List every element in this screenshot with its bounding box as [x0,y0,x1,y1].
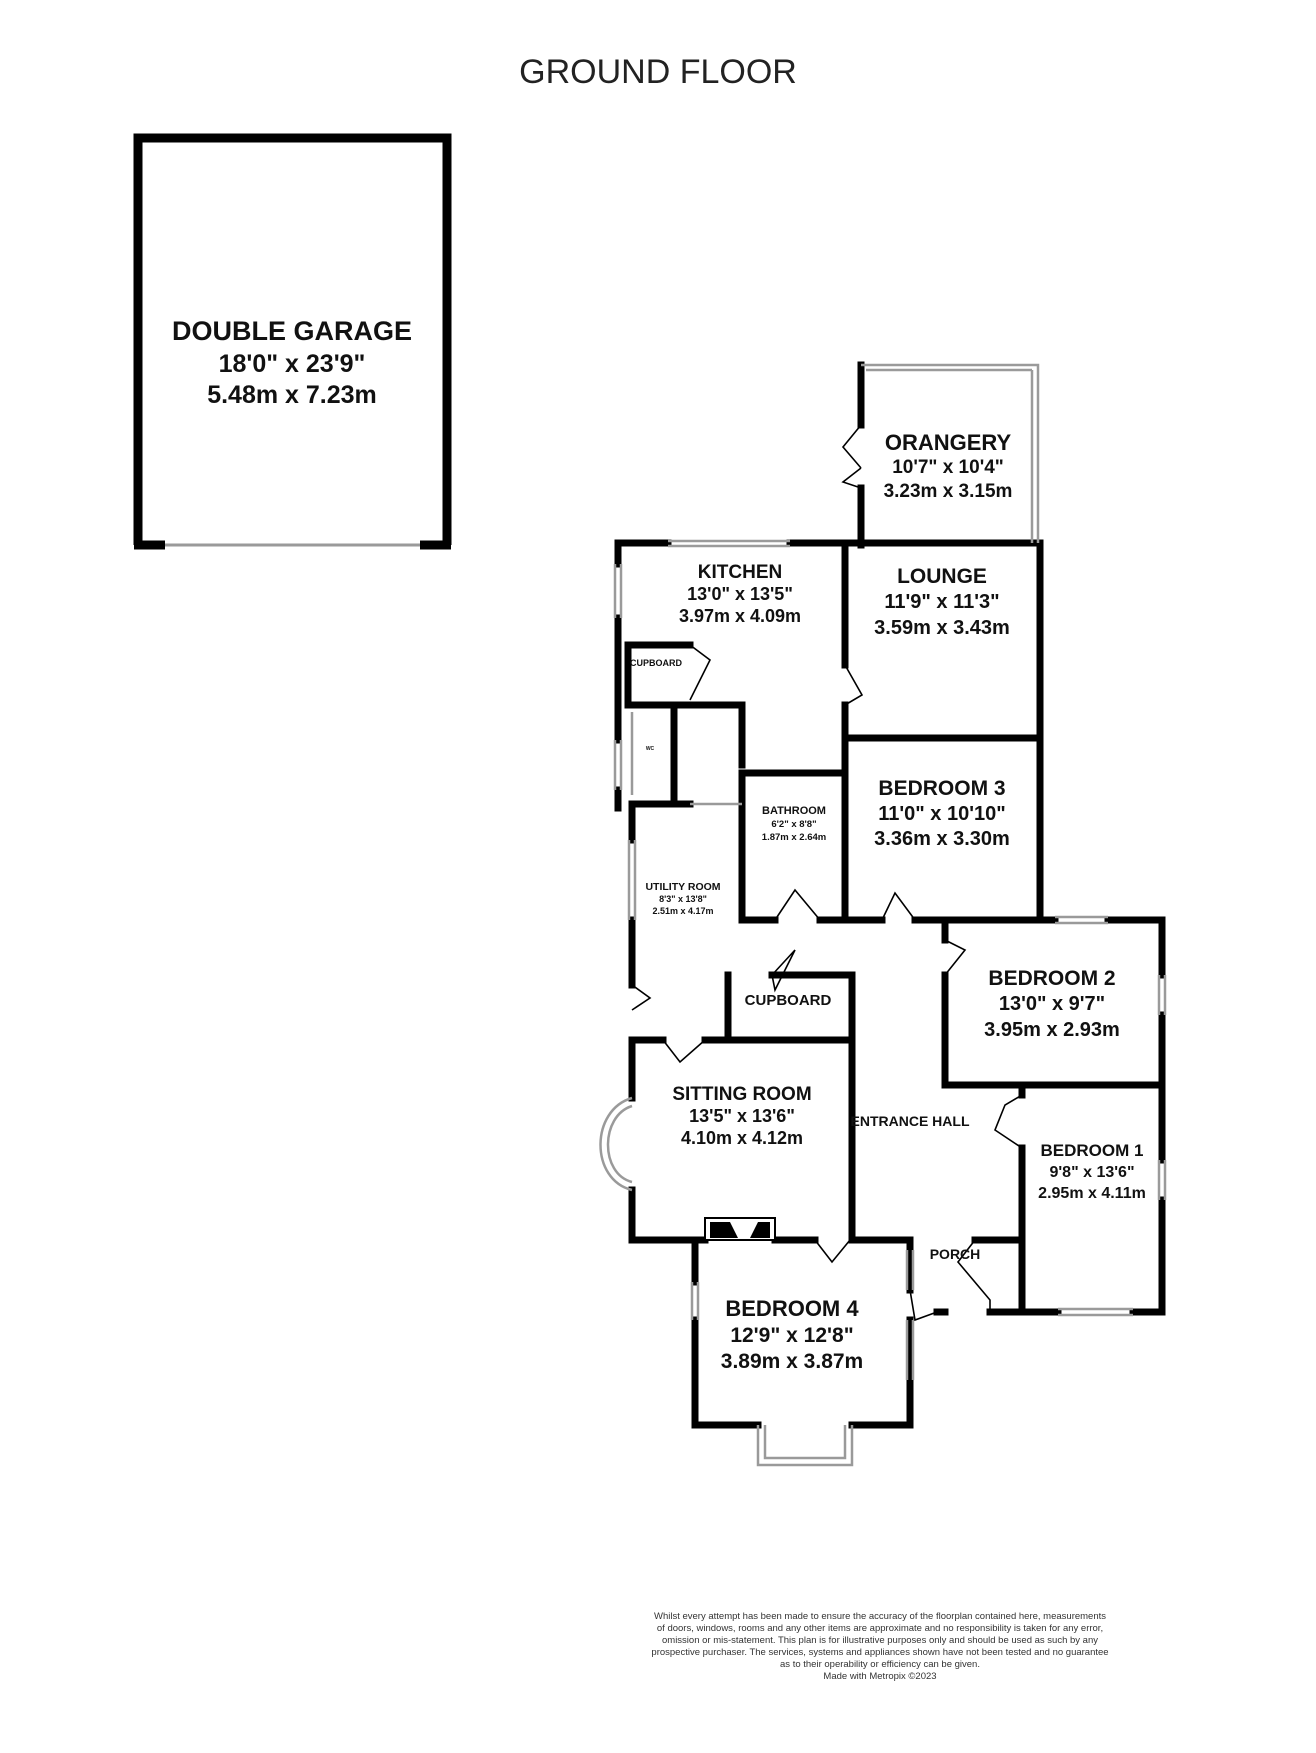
kitchen-metric: 3.97m x 4.09m [679,606,801,626]
utility-name: UTILITY ROOM [645,881,720,893]
bedroom1-imperial: 9'8" x 13'6" [1049,1164,1134,1181]
bedroom4-metric: 3.89m x 3.87m [721,1350,863,1373]
kitchen-name: KITCHEN [698,562,782,583]
lounge-imperial: 11'9" x 11'3" [884,591,999,613]
bedroom3-name: BEDROOM 3 [878,777,1005,800]
bedroom3-metric: 3.36m x 3.30m [874,828,1010,850]
orangery-metric: 3.23m x 3.15m [884,481,1013,502]
bedroom4-imperial: 12'9" x 12'8" [730,1324,853,1347]
sitting-imperial: 13'5" x 13'6" [689,1106,795,1126]
room-labels: ORANGERY 10'7" x 10'4" 3.23m x 3.15m KIT… [630,430,1146,1373]
bedroom2-name: BEDROOM 2 [988,967,1115,990]
wc-name: WC [646,746,655,752]
orangery-imperial: 10'7" x 10'4" [892,457,1004,478]
porch-name: PORCH [930,1246,981,1262]
cupboard-name: CUPBOARD [745,992,832,1009]
windows [599,363,1167,1467]
utility-metric: 2.51m x 4.17m [652,906,713,916]
lounge-metric: 3.59m x 3.43m [874,617,1010,639]
disclaimer-credit: Made with Metropix ©2023 [823,1671,936,1682]
entrance-hall-name: ENTRANCE HALL [851,1113,970,1129]
kitchen-cupboard-name: CUPBOARD [630,658,683,668]
garage-imperial: 18'0" x 23'9" [219,350,366,378]
sitting-name: SITTING ROOM [672,1084,811,1105]
doors [631,424,1023,1322]
utility-imperial: 8'3" x 13'8" [659,894,707,904]
garage-name: DOUBLE GARAGE [172,316,412,346]
disclaimer-line: prospective purchaser. The services, sys… [651,1647,1108,1658]
floor-title: GROUND FLOOR [519,53,797,91]
bathroom-metric: 1.87m x 2.64m [762,832,826,843]
house-walls [614,361,1166,1429]
fireplace [704,1217,776,1241]
lounge-name: LOUNGE [897,565,987,588]
disclaimer-line: Whilst every attempt has been made to en… [654,1611,1106,1622]
garage: DOUBLE GARAGE 18'0" x 23'9" 5.48m x 7.23… [133,133,452,550]
disclaimer-line: of doors, windows, rooms and any other i… [657,1623,1103,1634]
sitting-metric: 4.10m x 4.12m [681,1128,803,1148]
disclaimer-line: omission or mis-statement. This plan is … [662,1635,1098,1646]
bedroom1-name: BEDROOM 1 [1041,1141,1144,1160]
garage-metric: 5.48m x 7.23m [207,381,377,409]
orangery-name: ORANGERY [885,430,1012,455]
bedroom2-imperial: 13'0" x 9'7" [999,993,1105,1015]
bathroom-name: BATHROOM [762,805,826,817]
bedroom2-metric: 3.95m x 2.93m [984,1019,1120,1041]
kitchen-imperial: 13'0" x 13'5" [687,584,793,604]
disclaimer: Whilst every attempt has been made to en… [651,1611,1108,1682]
bedroom1-metric: 2.95m x 4.11m [1038,1185,1146,1202]
bedroom3-imperial: 11'0" x 10'10" [878,803,1005,825]
disclaimer-line: as to their operability or efficiency ca… [780,1659,980,1670]
garage-walls [133,133,452,545]
bathroom-imperial: 6'2" x 8'8" [771,819,816,830]
bedroom4-name: BEDROOM 4 [725,1296,859,1321]
